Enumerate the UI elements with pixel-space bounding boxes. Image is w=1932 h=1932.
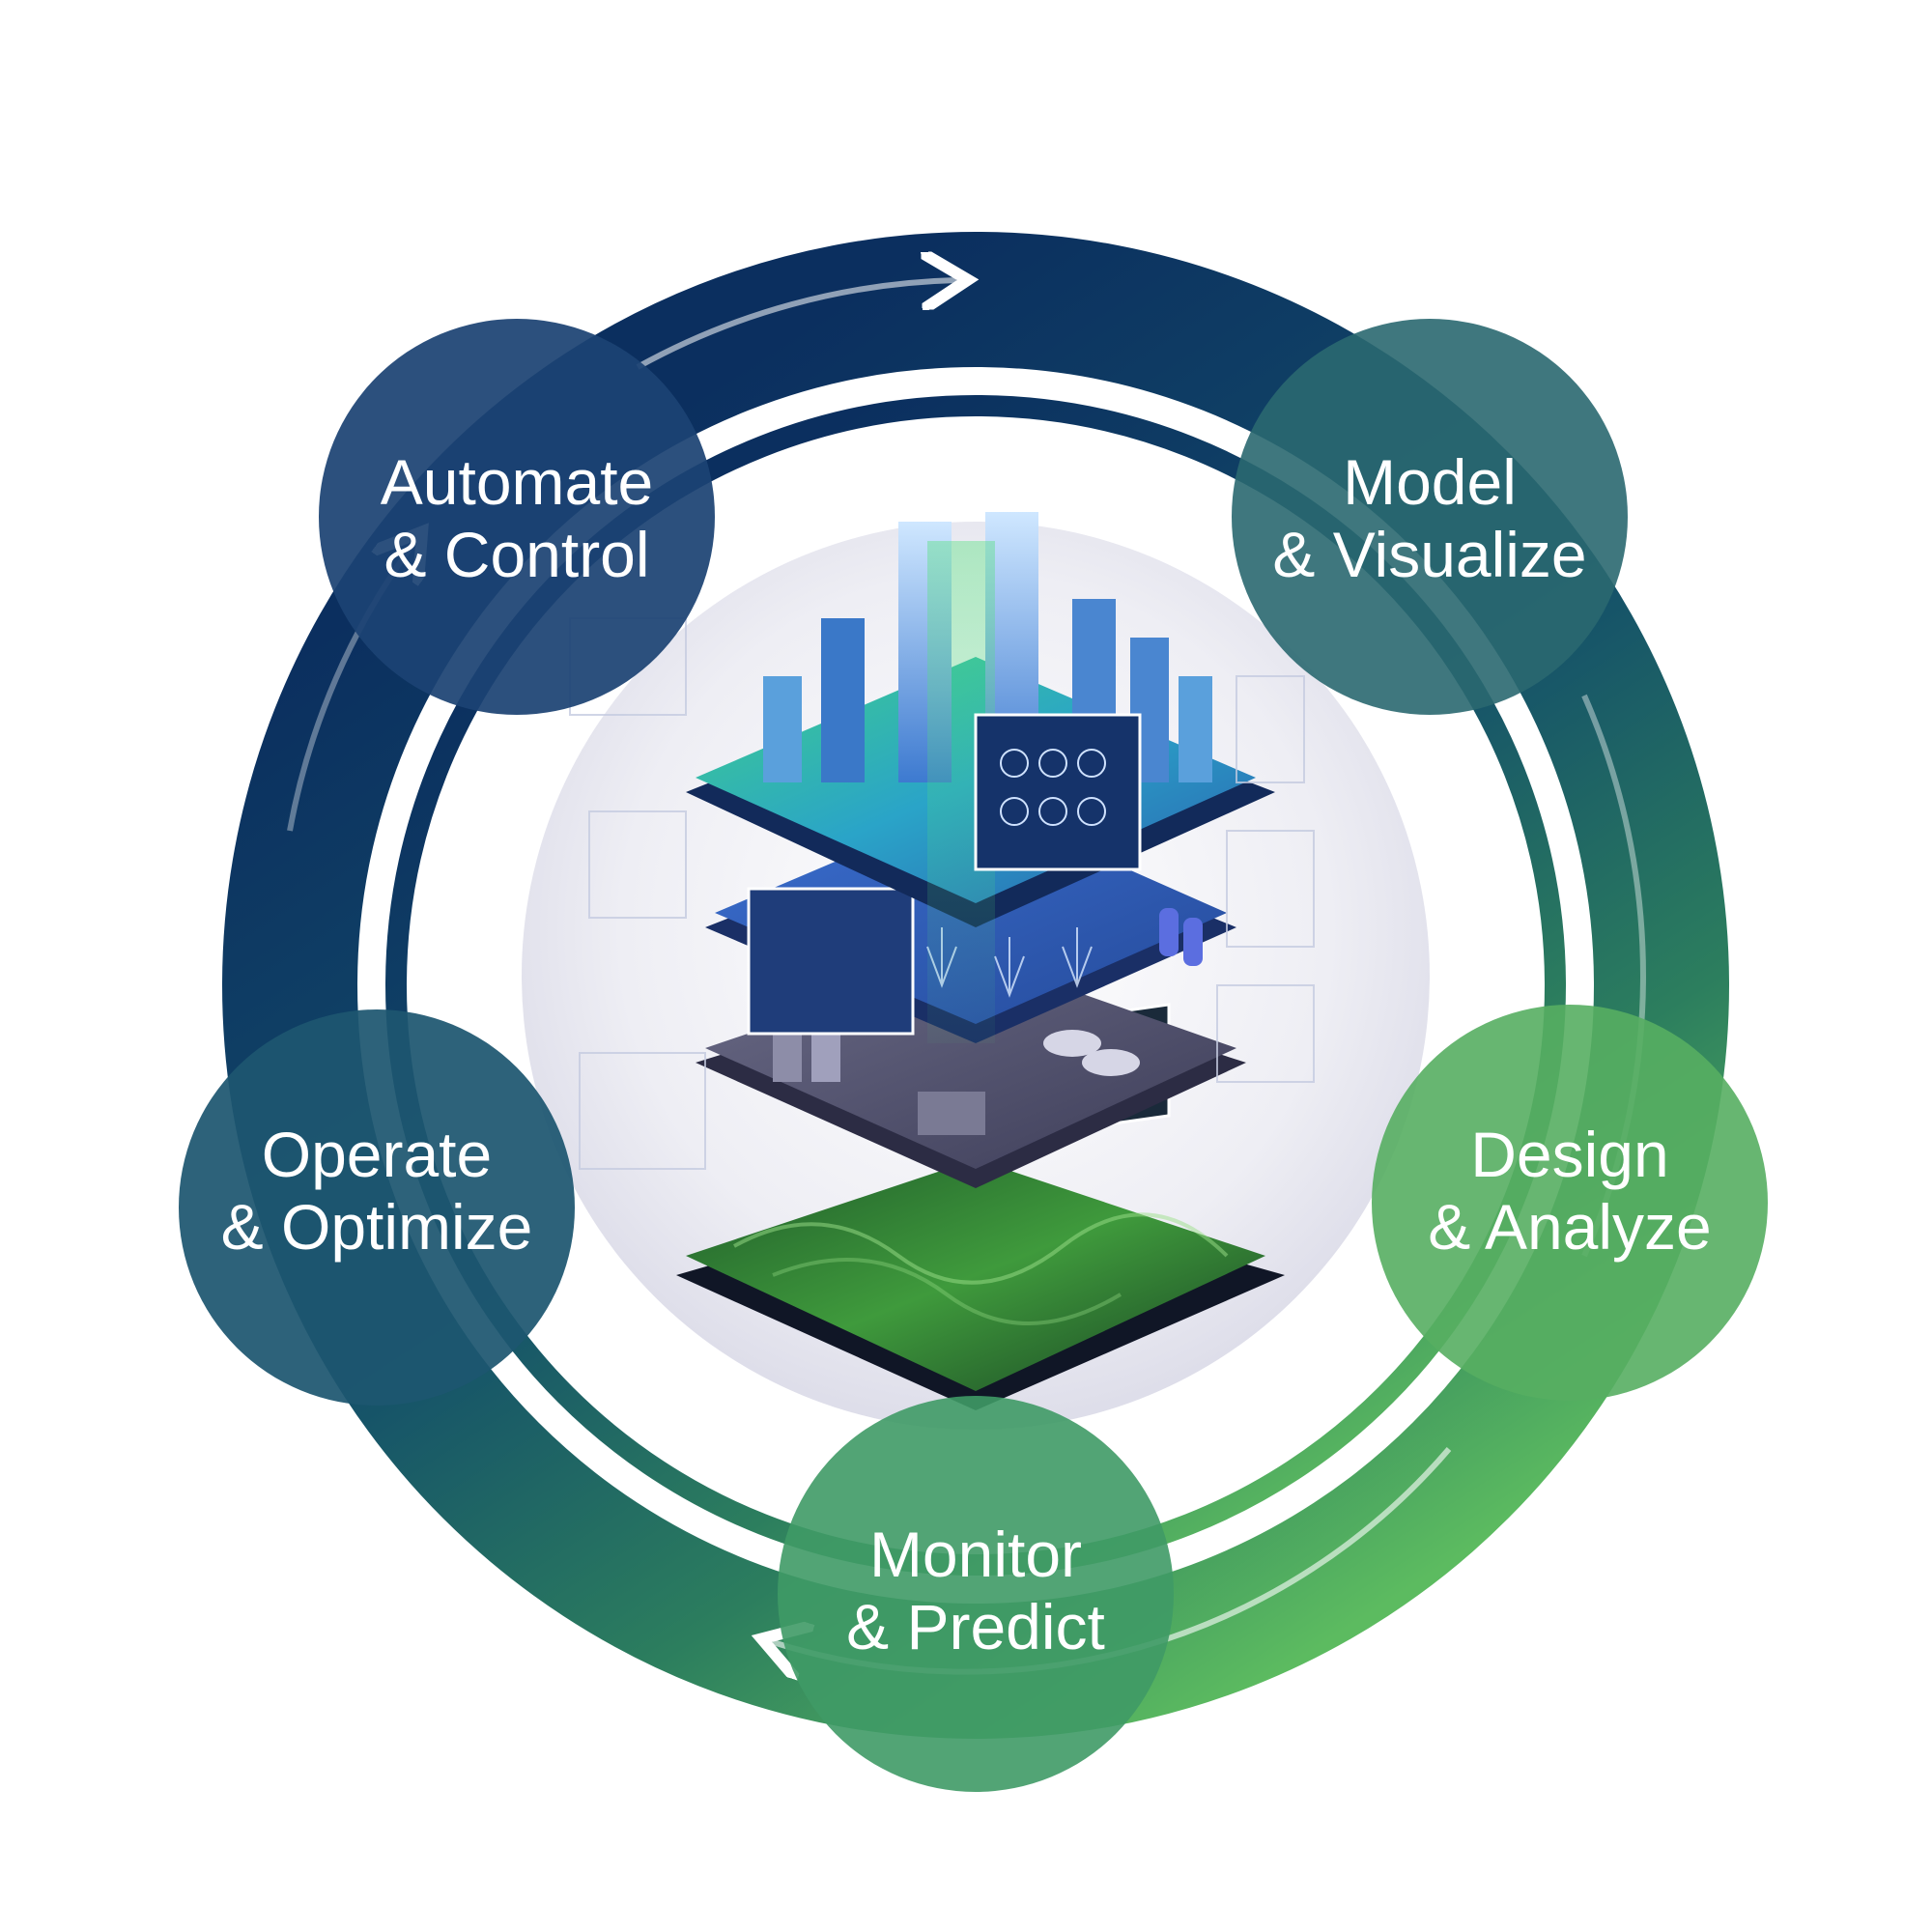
node-operate-optimize: Operate & Optimize	[179, 1009, 575, 1406]
node-label: & Control	[384, 519, 649, 590]
node-monitor-predict: Monitor & Predict	[778, 1396, 1174, 1792]
node-label: Monitor	[869, 1519, 1082, 1590]
node-model-visualize: Model & Visualize	[1232, 319, 1628, 715]
node-label: & Visualize	[1272, 519, 1586, 590]
node-label: Automate	[381, 446, 654, 518]
node-label: Model	[1343, 446, 1517, 518]
node-label: & Analyze	[1428, 1191, 1712, 1263]
node-label: Operate	[262, 1119, 492, 1190]
node-label: & Optimize	[221, 1191, 533, 1263]
node-design-analyze: Design & Analyze	[1372, 1005, 1768, 1401]
digital-twin-illustration	[569, 512, 1315, 1410]
node-label: & Predict	[846, 1591, 1105, 1662]
node-label: Design	[1470, 1119, 1668, 1190]
node-automate-control: Automate & Control	[319, 319, 715, 715]
flow-arrow-icon	[636, 280, 956, 370]
